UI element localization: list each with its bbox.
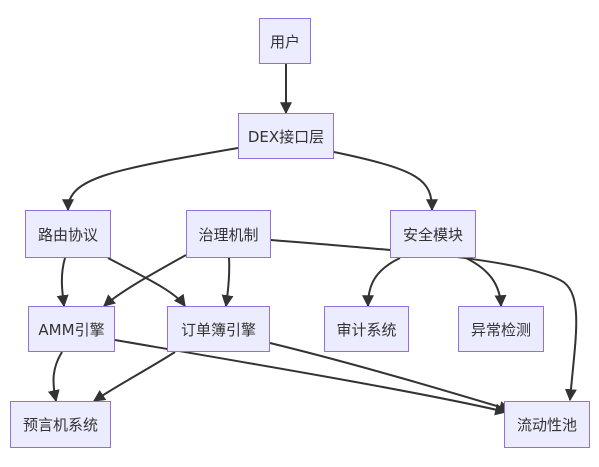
node-governance[interactable]: 治理机制 xyxy=(186,210,271,258)
edge-dex-api-security xyxy=(333,151,438,212)
node-liquidity-pool[interactable]: 流动性池 xyxy=(504,401,590,448)
edge-security-audit xyxy=(362,257,401,308)
node-anomaly-detection[interactable]: 异常检测 xyxy=(458,306,544,352)
node-audit-system[interactable]: 审计系统 xyxy=(324,306,409,352)
edge-governance-orderbook xyxy=(221,257,234,308)
node-orderbook-engine[interactable]: 订单簿引擎 xyxy=(167,306,270,352)
node-amm-engine[interactable]: AMM引擎 xyxy=(28,306,115,352)
edge-routing-amm xyxy=(56,257,69,308)
edge-governance-amm xyxy=(103,254,187,307)
edge-routing-orderbook xyxy=(107,257,186,307)
node-dex-api[interactable]: DEX接口层 xyxy=(238,113,334,159)
edge-orderbook-liquidity xyxy=(269,342,512,413)
node-user[interactable]: 用户 xyxy=(259,18,311,64)
edge-orderbook-oracle xyxy=(93,351,176,402)
node-routing-protocol[interactable]: 路由协议 xyxy=(25,210,111,258)
node-security-module[interactable]: 安全模块 xyxy=(390,210,476,258)
node-oracle-system[interactable]: 预言机系统 xyxy=(10,401,111,448)
edge-amm-oracle xyxy=(47,351,63,403)
edge-governance-liquidity xyxy=(270,239,578,402)
edge-dex-api-routing xyxy=(62,147,239,212)
edge-security-anomaly xyxy=(465,257,507,308)
